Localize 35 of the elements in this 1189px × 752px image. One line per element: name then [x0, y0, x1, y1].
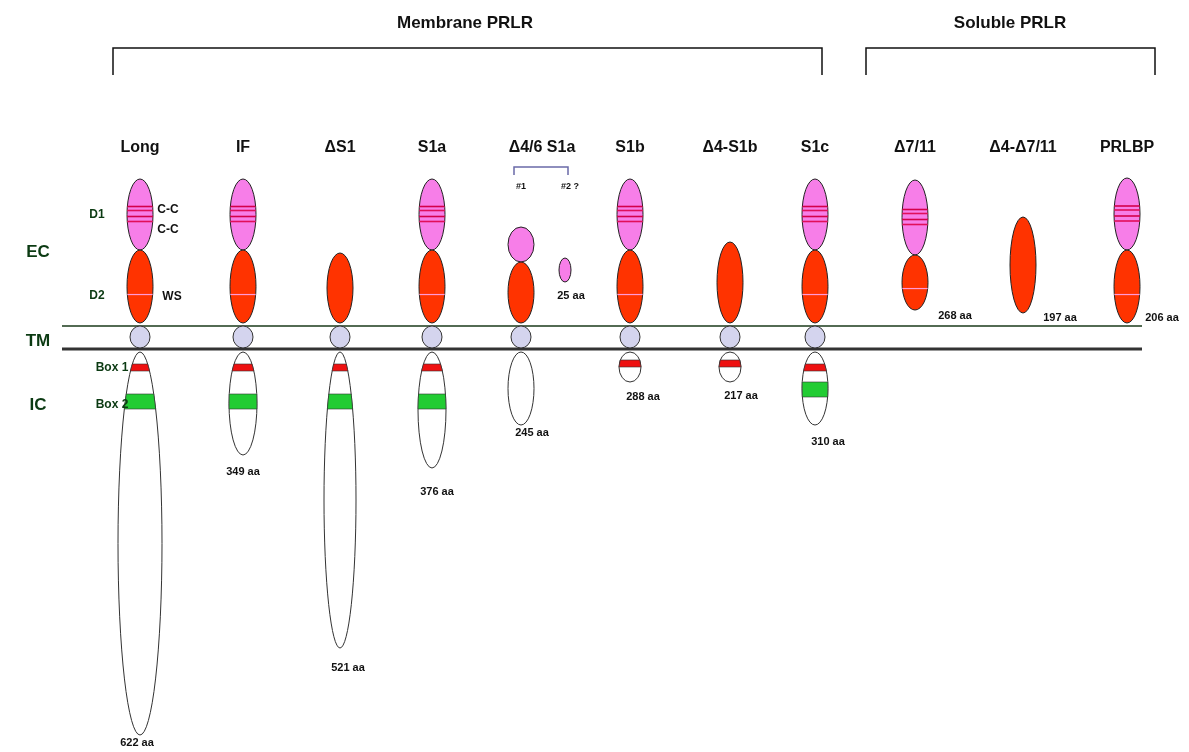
isoform-label: Δ7/11	[894, 139, 936, 155]
length-label: 376 aa	[420, 485, 454, 497]
length-label: 245 aa	[515, 426, 549, 438]
domain-label: Box 1	[95, 361, 129, 373]
isoform-label: PRLBP	[1099, 139, 1155, 155]
isoform-label: Δ4-Δ7/11	[989, 139, 1057, 155]
length-label: 25 aa	[557, 289, 585, 301]
region-label: TM	[25, 331, 51, 349]
isoform-label: Δ4-S1b	[702, 139, 758, 155]
motif-label: C-C	[157, 203, 179, 215]
isoform-label: S1a	[417, 139, 447, 155]
length-label: 288 aa	[626, 390, 660, 402]
isoform-label: Long	[120, 139, 160, 155]
region-label: EC	[26, 242, 50, 260]
isoform-label: Δ4/6 S1a	[508, 139, 576, 155]
domain-label: D1	[89, 208, 105, 220]
isoform-label: S1c	[800, 139, 830, 155]
length-label: 217 aa	[724, 389, 758, 401]
length-label: 268 aa	[938, 309, 972, 321]
variant-label: #2 ?	[561, 181, 579, 191]
isoform-label: S1b	[615, 139, 645, 155]
isoform-label: ΔS1	[324, 139, 356, 155]
length-label: 521 aa	[331, 661, 365, 673]
motif-label: C-C	[157, 223, 179, 235]
length-label: 349 aa	[226, 465, 260, 477]
variant-label: #1	[516, 181, 526, 191]
length-label: 197 aa	[1043, 311, 1077, 323]
length-label: 310 aa	[811, 435, 845, 447]
isoform-label: IF	[235, 139, 251, 155]
length-label: 206 aa	[1145, 311, 1179, 323]
motif-label: WS	[162, 290, 182, 302]
domain-label: Box 2	[95, 398, 129, 410]
length-label: 622 aa	[120, 736, 154, 748]
domain-label: D2	[89, 289, 105, 301]
region-label: IC	[29, 395, 47, 413]
